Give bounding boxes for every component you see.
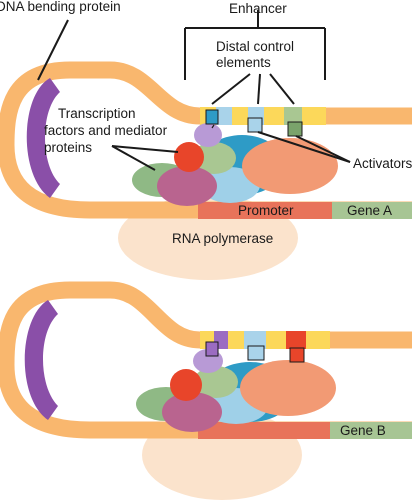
dna-bending-protein-a [26,78,60,198]
enhancer-segments-a [200,107,326,125]
panel-a: Promoter Gene A Enhancer Distal control [0,0,412,280]
tf-red-b [170,369,202,401]
distal-element-box-2-a [247,117,263,133]
tf-red-a [174,142,204,172]
enhancer-bracket [184,10,326,80]
enhancer-label: Enhancer [229,1,287,16]
dna-strand-b [0,281,412,439]
activator-salmon-a [242,138,338,194]
activator-salmon-b [240,360,336,416]
tf-lavender-a [194,123,222,147]
promoter-bar-a [198,202,332,219]
tf-label-1: Transcription [58,106,136,121]
gene-b-label: Gene B [340,423,386,438]
promoter-bar-b [198,422,330,439]
gene-a-label: Gene A [347,203,392,218]
promoter-label: Promoter [238,203,294,218]
activator-lightblue-a [200,167,260,203]
distal-element-box-3-a [287,121,303,137]
rna-polymerase-label: RNA polymerase [172,231,273,246]
dna-strand-a [0,61,412,219]
panel-b: Gene B [0,281,412,500]
dna-bending-pointer [37,19,69,81]
tf-label-2: factors and mediator [44,123,168,138]
tf-sage-b [194,366,238,398]
tf-pointers [111,145,179,171]
gene-b-bar [330,422,412,439]
distal-control-pointers [211,73,295,105]
distal-control-label-1: Distal control [216,39,294,54]
tf-label-3: proteins [44,140,92,155]
tf-sage-a [192,142,236,174]
enhancer-connectors-a [211,124,215,129]
dna-bending-protein-b [24,300,58,420]
distal-element-box-2-b [247,345,265,361]
dna-bending-protein-label: DNA bending protein [0,0,121,14]
gene-a-bar [332,202,412,219]
enhancer-segments-b [200,331,330,349]
activators-pointers [257,131,351,163]
activators-label: Activators [353,156,412,171]
tf-mauve-b [162,392,222,432]
distal-element-box-1-a [205,109,219,125]
tf-mauve-a [157,166,217,206]
distal-control-label-2: elements [216,55,271,70]
distal-element-box-1-b [205,341,219,357]
distal-element-box-3-b [289,347,305,363]
